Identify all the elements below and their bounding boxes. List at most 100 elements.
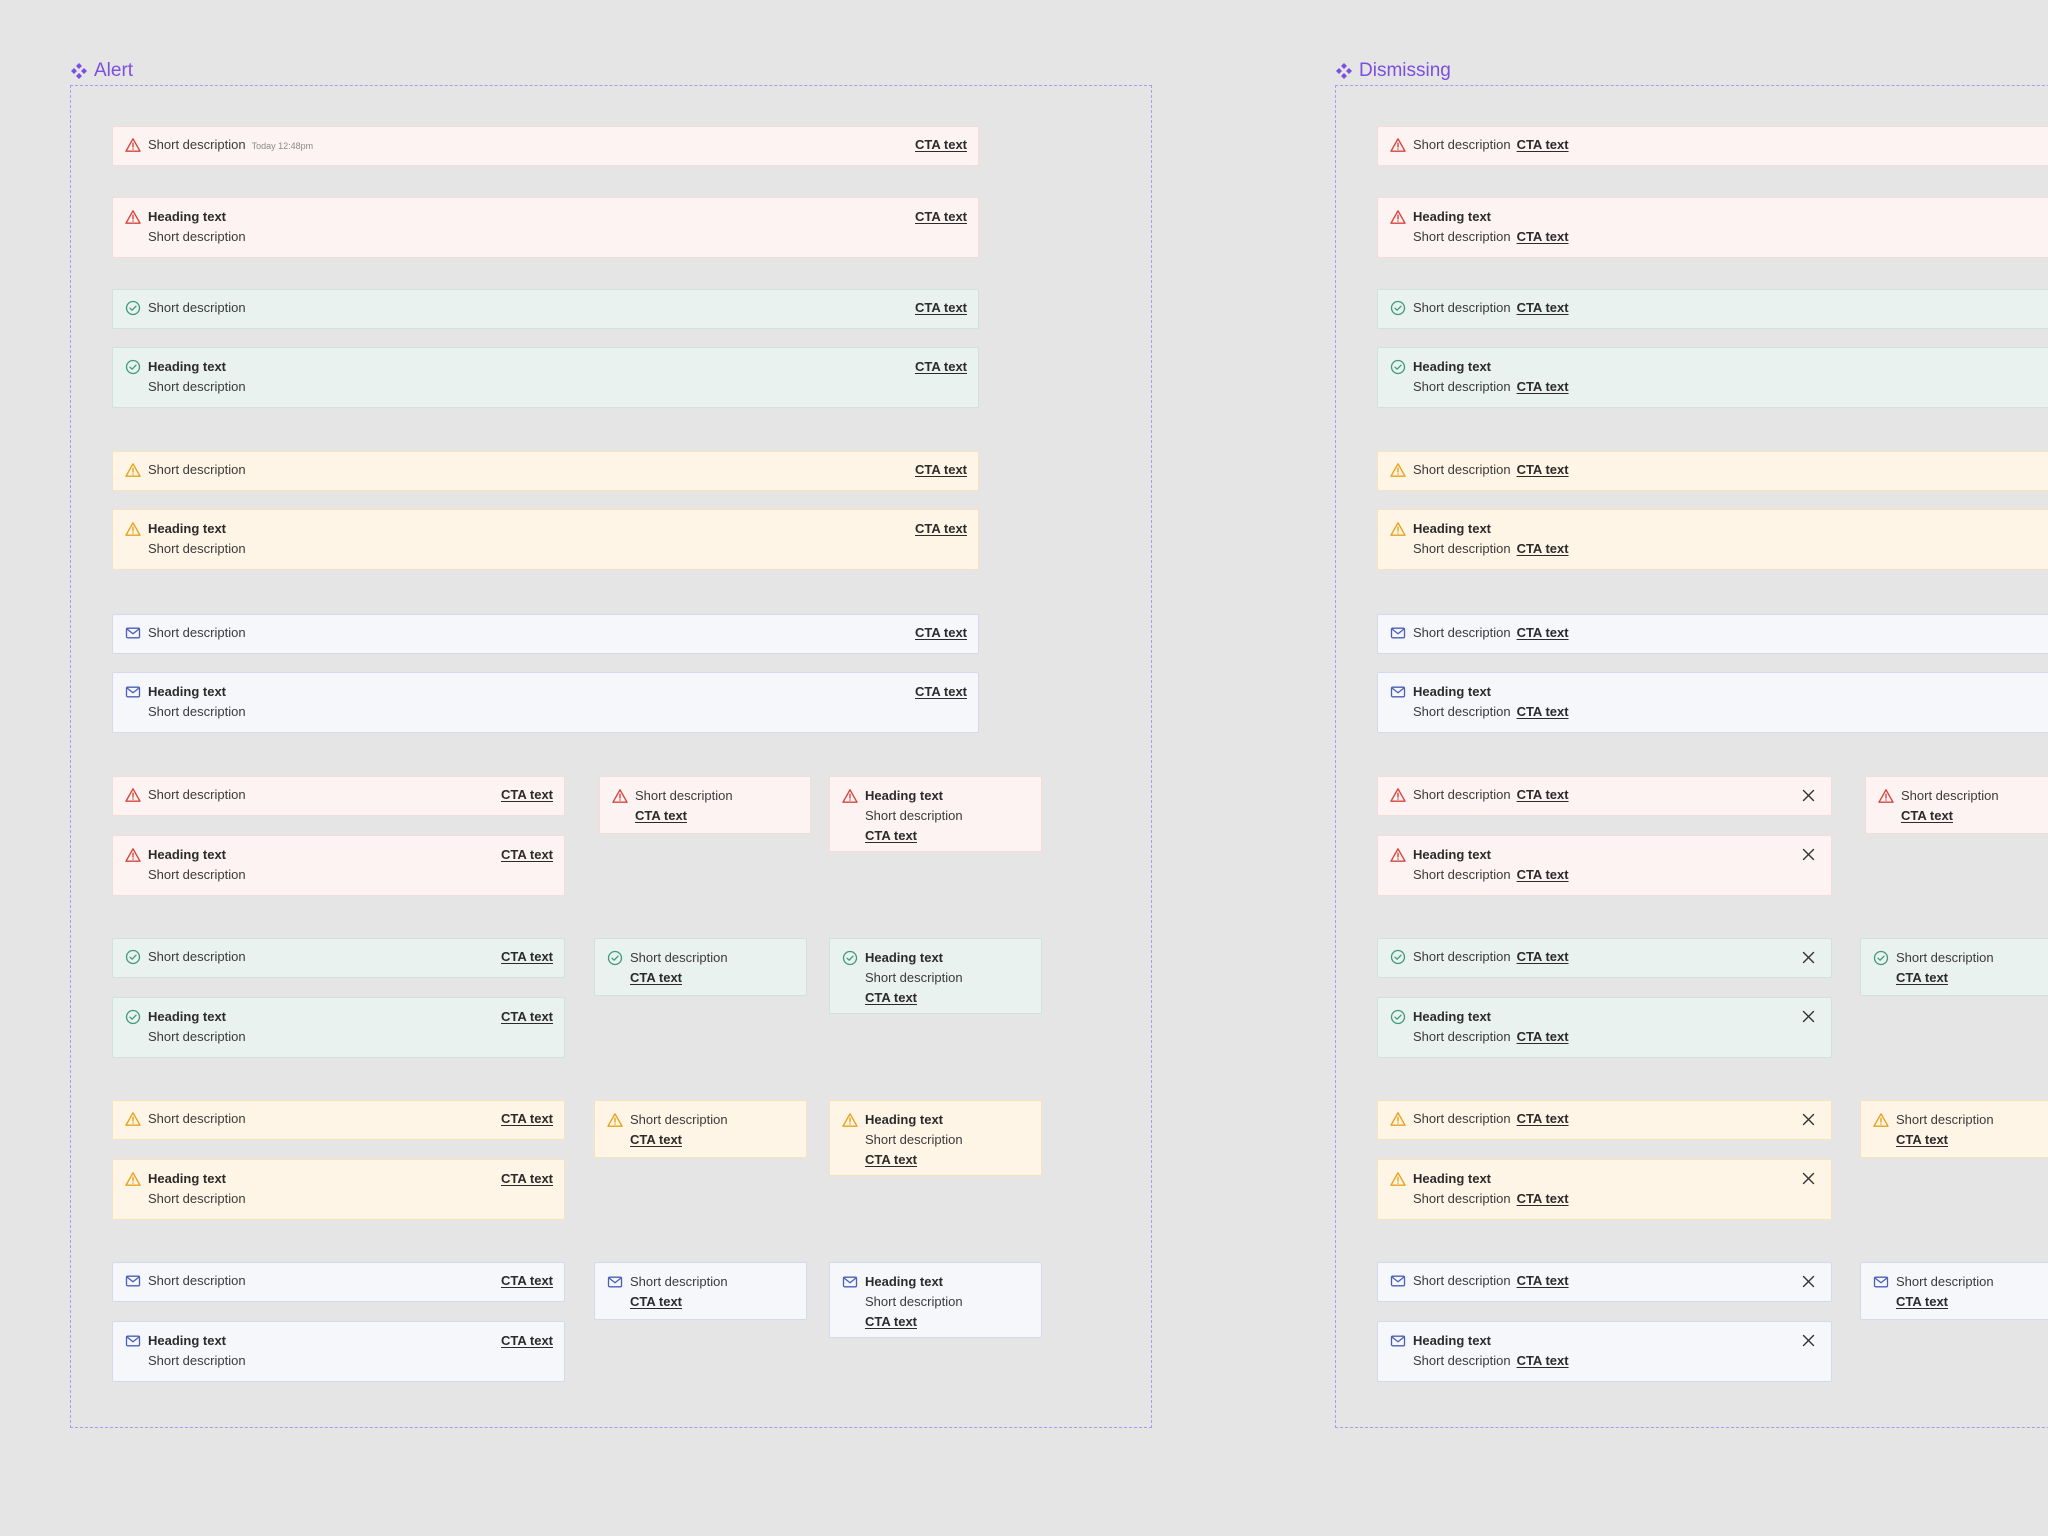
alert-heading: Heading text — [1413, 1333, 1492, 1348]
cta-link[interactable]: CTA text — [915, 359, 967, 374]
cta-link[interactable]: CTA text — [1896, 970, 1948, 985]
cta-link[interactable]: CTA text — [630, 970, 682, 985]
cta-link[interactable]: CTA text — [1896, 1132, 1948, 1147]
cta-link[interactable]: CTA text — [915, 521, 967, 536]
warning-triangle-icon — [1390, 1112, 1406, 1126]
close-icon[interactable] — [1802, 951, 1815, 964]
envelope-icon — [1390, 1275, 1406, 1287]
alert-description: Short description — [630, 1274, 728, 1289]
cta-link[interactable]: CTA text — [630, 1132, 682, 1147]
cta-link[interactable]: CTA text — [915, 209, 967, 224]
component-diamond-icon — [71, 63, 87, 79]
alert-heading: Heading text — [1413, 684, 1492, 699]
cta-link[interactable]: CTA text — [1516, 1273, 1569, 1288]
warning-triangle-icon — [1390, 848, 1406, 862]
alert-description: Short description — [1413, 704, 1511, 719]
cta-link[interactable]: CTA text — [501, 1171, 553, 1186]
alert-description: Short description — [148, 462, 246, 477]
cta-link[interactable]: CTA text — [501, 949, 553, 964]
alert-description: Short description — [1413, 462, 1511, 477]
close-icon[interactable] — [1802, 1172, 1815, 1185]
close-icon[interactable] — [1802, 1275, 1815, 1288]
cta-link[interactable]: CTA text — [915, 684, 967, 699]
alert-heading: Heading text — [148, 521, 227, 536]
frame-dismissing — [1335, 85, 2048, 1428]
cta-link[interactable]: CTA text — [915, 462, 967, 477]
cta-link[interactable]: CTA text — [915, 300, 967, 315]
close-icon[interactable] — [1802, 848, 1815, 861]
envelope-icon — [1873, 1276, 1889, 1288]
cta-link[interactable]: CTA text — [1896, 1294, 1948, 1309]
warning-triangle-icon — [842, 1113, 858, 1127]
cta-link[interactable]: CTA text — [1516, 379, 1569, 394]
cta-link[interactable]: CTA text — [865, 1152, 917, 1167]
cta-link[interactable]: CTA text — [1516, 704, 1569, 719]
warning-triangle-icon — [125, 210, 141, 224]
alert-description: Short description — [865, 970, 963, 985]
cta-link[interactable]: CTA text — [501, 1111, 553, 1126]
warning-triangle-icon — [125, 138, 141, 152]
cta-link[interactable]: CTA text — [1516, 867, 1569, 882]
cta-link[interactable]: CTA text — [1516, 137, 1569, 152]
cta-link[interactable]: CTA text — [1516, 1029, 1569, 1044]
cta-link[interactable]: CTA text — [630, 1294, 682, 1309]
check-circle-icon — [125, 1009, 141, 1025]
warning-triangle-icon — [1390, 210, 1406, 224]
check-circle-icon — [1390, 359, 1406, 375]
close-icon[interactable] — [1802, 1334, 1815, 1347]
cta-link[interactable]: CTA text — [501, 1273, 553, 1288]
alert-heading: Heading text — [148, 684, 227, 699]
cta-link[interactable]: CTA text — [915, 137, 967, 152]
cta-link[interactable]: CTA text — [865, 990, 917, 1005]
cta-link[interactable]: CTA text — [635, 808, 687, 823]
envelope-icon — [125, 627, 141, 639]
cta-link[interactable]: CTA text — [1516, 300, 1569, 315]
cta-link[interactable]: CTA text — [1516, 625, 1569, 640]
cta-link[interactable]: CTA text — [1516, 229, 1569, 244]
cta-link[interactable]: CTA text — [501, 1009, 553, 1024]
cta-link[interactable]: CTA text — [1516, 1353, 1569, 1368]
alert-description: Short description — [148, 787, 246, 802]
warning-triangle-icon — [1873, 1113, 1889, 1127]
cta-link[interactable]: CTA text — [1516, 1191, 1569, 1206]
alert-warning: Short description CTA text — [1377, 451, 2048, 491]
frame-title-alert: Alert — [70, 58, 133, 84]
close-icon[interactable] — [1802, 1113, 1815, 1126]
warning-triangle-icon — [125, 522, 141, 536]
cta-link[interactable]: CTA text — [501, 787, 553, 802]
alert-description: Short description — [1413, 1353, 1511, 1368]
cta-link[interactable]: CTA text — [1516, 949, 1569, 964]
close-icon[interactable] — [1802, 789, 1815, 802]
cta-link[interactable]: CTA text — [1516, 462, 1569, 477]
cta-link[interactable]: CTA text — [865, 828, 917, 843]
cta-link[interactable]: CTA text — [865, 1314, 917, 1329]
cta-link[interactable]: CTA text — [501, 1333, 553, 1348]
alert-description: Short description — [148, 1353, 246, 1368]
alert-heading: Heading text — [865, 950, 944, 965]
cta-link[interactable]: CTA text — [1516, 1111, 1569, 1126]
alert-description: Short description — [1413, 300, 1511, 315]
alert-description: Short description — [865, 1294, 963, 1309]
close-icon[interactable] — [1802, 1010, 1815, 1023]
alert-heading: Heading text — [865, 788, 944, 803]
warning-triangle-icon — [1390, 788, 1406, 802]
cta-link[interactable]: CTA text — [1516, 541, 1569, 556]
envelope-icon — [1390, 1335, 1406, 1347]
alert-description: Short description — [1413, 1191, 1511, 1206]
cta-link[interactable]: CTA text — [1516, 787, 1569, 802]
cta-link[interactable]: CTA text — [501, 847, 553, 862]
alert-timestamp: Today 12:48pm — [251, 141, 314, 151]
cta-link[interactable]: CTA text — [1901, 808, 1953, 823]
cta-link[interactable]: CTA text — [915, 625, 967, 640]
component-diamond-icon — [1336, 63, 1352, 79]
